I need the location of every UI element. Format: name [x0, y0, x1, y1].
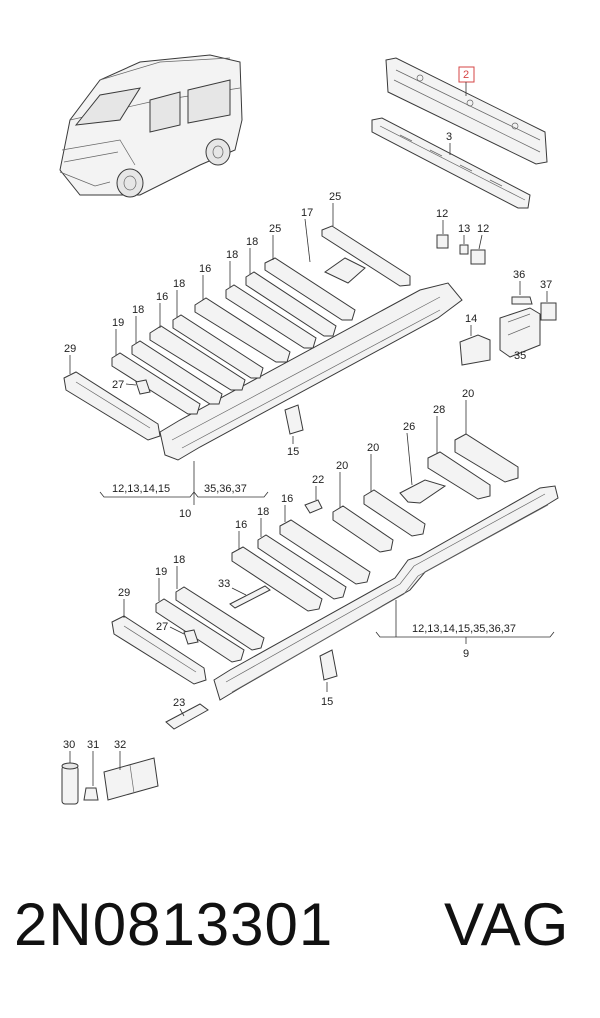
part-18-member-b[interactable] — [225, 284, 317, 349]
part-35-bracket[interactable] — [499, 307, 541, 358]
part-15-bracket-a[interactable] — [284, 404, 304, 435]
callout-16a: 16 — [199, 263, 211, 275]
callout-29b: 29 — [118, 587, 130, 599]
part-22-plate[interactable] — [304, 499, 323, 514]
lower-group-bracket — [375, 600, 555, 644]
callout-36a: 36 — [513, 269, 525, 281]
callout-2: 2 — [463, 69, 469, 81]
part-9-longmember[interactable] — [213, 485, 559, 701]
part-19-member[interactable] — [111, 352, 201, 415]
callout-19a: 19 — [112, 317, 124, 329]
part-19-member-b[interactable] — [155, 598, 245, 663]
callout-16b: 16 — [156, 291, 168, 303]
part-23-strip[interactable] — [165, 703, 209, 730]
part-30-can[interactable] — [61, 762, 79, 805]
callout-3: 3 — [446, 131, 452, 143]
callout-15a: 15 — [287, 446, 299, 458]
callout-37a: 37 — [540, 279, 552, 291]
group-upper-right: 35,36,37 — [204, 483, 247, 495]
part-17-bracket[interactable] — [324, 257, 366, 284]
callout-20c: 20 — [336, 460, 348, 472]
callout-18b: 18 — [226, 249, 238, 261]
callout-27a: 27 — [112, 379, 124, 391]
part-13-clip[interactable] — [459, 244, 469, 255]
callout-23: 23 — [173, 697, 185, 709]
part-18-member-a[interactable] — [245, 271, 337, 337]
callout-18a: 18 — [246, 236, 258, 248]
group-upper-left: 12,13,14,15 — [112, 483, 170, 495]
callout-29a: 29 — [64, 343, 76, 355]
callout-25a: 25 — [329, 191, 341, 203]
part-20-member-b[interactable] — [363, 489, 426, 537]
callout-18e: 18 — [257, 506, 269, 518]
upper-group-bracket — [99, 461, 269, 505]
callout-16d: 16 — [235, 519, 247, 531]
part-15-bracket-b[interactable] — [319, 649, 338, 681]
group-upper-main: 10 — [179, 508, 191, 520]
part-25-member-a[interactable] — [321, 225, 411, 287]
callout-14a: 14 — [465, 313, 477, 325]
part-31-plug[interactable] — [83, 787, 99, 801]
callout-15b: 15 — [321, 696, 333, 708]
callout-18d: 18 — [132, 304, 144, 316]
part-10-longmember[interactable] — [159, 282, 463, 461]
callout-27b: 27 — [156, 621, 168, 633]
callout-19b: 19 — [155, 566, 167, 578]
part-20-member-c[interactable] — [332, 505, 394, 553]
part-27-clip[interactable] — [135, 379, 151, 395]
callout-18c: 18 — [173, 278, 185, 290]
part-32-sheet[interactable] — [103, 757, 159, 801]
part-18-member-e[interactable] — [257, 534, 347, 600]
parts-diagram: 2 3 12 13 12 36 37 14 35 — [59, 54, 559, 805]
callout-12a: 12 — [436, 208, 448, 220]
group-lower-list: 12,13,14,15,35,36,37 — [412, 623, 516, 635]
part-37-plate[interactable] — [540, 302, 557, 321]
part-18-member-c[interactable] — [172, 314, 264, 379]
part-33-rod[interactable] — [229, 585, 271, 609]
callout-32: 32 — [114, 739, 126, 751]
part-14-bracket[interactable] — [459, 334, 491, 366]
callout-16c: 16 — [281, 493, 293, 505]
part-18-member-d[interactable] — [131, 340, 223, 405]
callout-20a: 20 — [462, 388, 474, 400]
callout-22: 22 — [312, 474, 324, 486]
brand-label: VAG — [444, 891, 570, 958]
group-lower-main: 9 — [463, 648, 469, 660]
callout-33: 33 — [218, 578, 230, 590]
callout-31: 31 — [87, 739, 99, 751]
part-16-member-d[interactable] — [231, 546, 323, 612]
part-16-member-c[interactable] — [279, 519, 371, 585]
callout-30: 30 — [63, 739, 75, 751]
part-3-crossmember[interactable] — [371, 117, 531, 209]
callout-25b: 25 — [269, 223, 281, 235]
callout-17: 17 — [301, 207, 313, 219]
part-18-member-f[interactable] — [175, 586, 265, 651]
callout-26: 26 — [403, 421, 415, 433]
part-12-bracket-b[interactable] — [470, 249, 486, 265]
part-16-member-a[interactable] — [194, 297, 291, 363]
part-27-clip-b[interactable] — [183, 629, 199, 645]
callout-20b: 20 — [367, 442, 379, 454]
part-16-member-b[interactable] — [149, 325, 246, 391]
callout-28: 28 — [433, 404, 445, 416]
van-illustration — [59, 54, 243, 198]
part-26-bracket[interactable] — [399, 479, 447, 504]
part-28-member[interactable] — [427, 451, 491, 500]
callout-2-box — [458, 66, 475, 83]
part-number: 2N0813301 — [14, 891, 334, 958]
part-25-member-b[interactable] — [264, 257, 356, 321]
callout-35a: 35 — [514, 350, 526, 362]
part-12-bracket-a[interactable] — [436, 234, 449, 249]
callout-13a: 13 — [458, 223, 470, 235]
part-2-crossmember[interactable] — [385, 57, 548, 165]
part-36-bracket[interactable] — [511, 296, 533, 305]
callout-18f: 18 — [173, 554, 185, 566]
callout-12b: 12 — [477, 223, 489, 235]
part-29-endpiece[interactable] — [63, 371, 161, 441]
